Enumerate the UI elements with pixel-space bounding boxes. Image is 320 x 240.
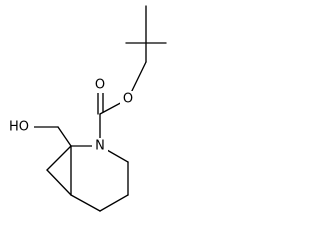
bond-c4-c5 — [99, 194, 129, 212]
ester-oxygen-label: O — [123, 92, 133, 107]
bond-c1-c7 — [46, 145, 72, 171]
atom-labels: O O N HO — [4, 77, 136, 154]
hydroxyl-label: HO — [9, 120, 29, 135]
bond-c7-c6 — [46, 169, 72, 196]
bonds — [33, 5, 167, 212]
bond-c1-ch2 — [57, 126, 72, 147]
structure-diagram: O O N HO — [4, 5, 167, 212]
carbonyl-oxygen-label: O — [95, 78, 105, 93]
ring-nitrogen-label: N — [95, 139, 105, 154]
bond-c5-c6 — [70, 194, 101, 212]
